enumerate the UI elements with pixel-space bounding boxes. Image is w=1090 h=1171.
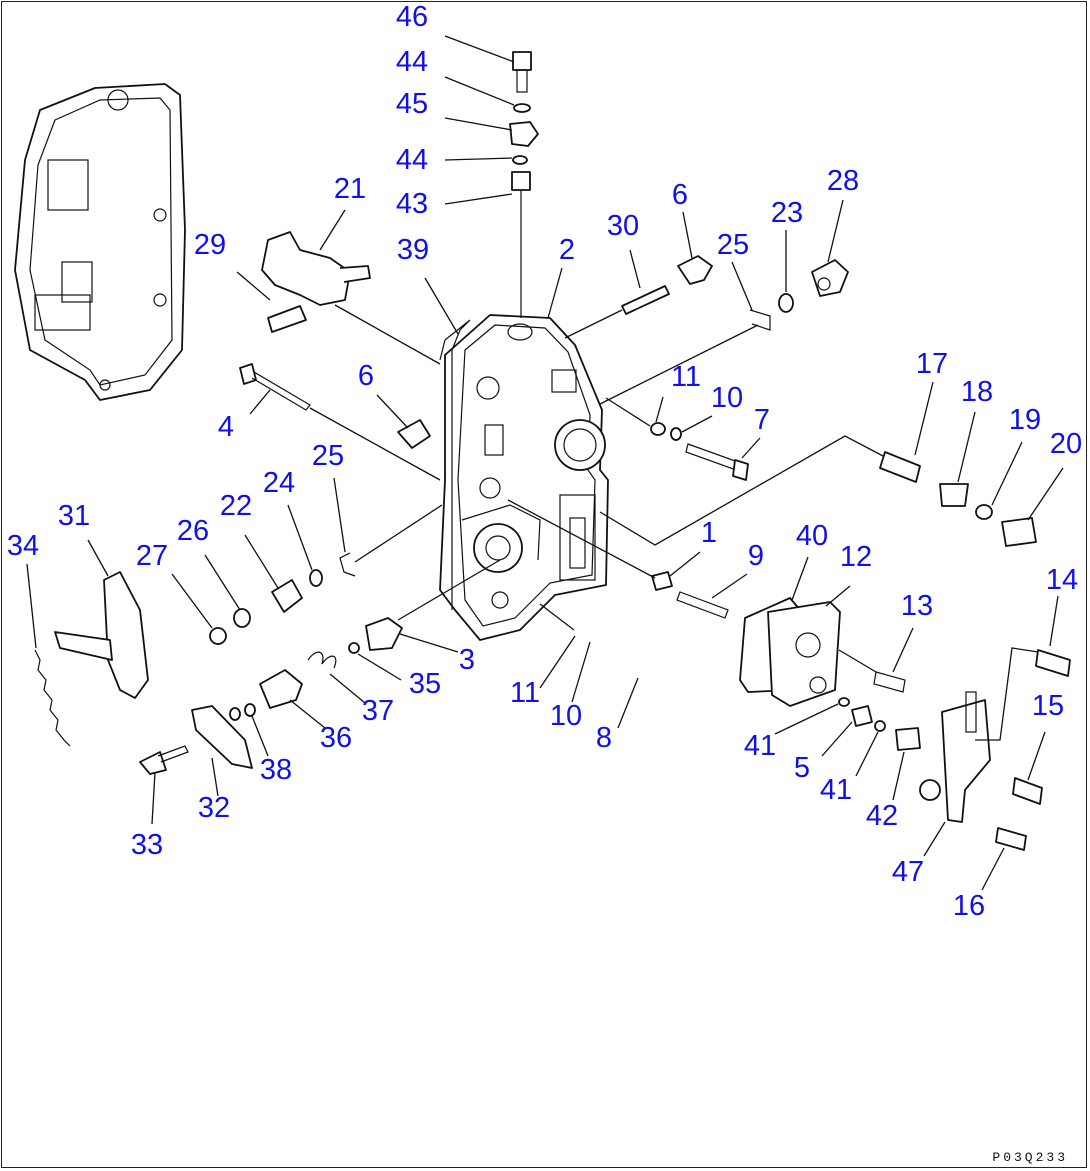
callout-6-upper: 6 [672,179,688,211]
right-plug-group [879,451,1037,547]
left-small-parts [209,552,356,645]
callout-20: 20 [1050,428,1082,460]
callout-22: 22 [220,490,252,522]
callout-35: 35 [409,668,441,700]
bracket-47 [919,649,1071,851]
callout-5: 5 [794,752,810,784]
callout-39: 39 [397,234,429,266]
callout-42: 42 [866,800,898,832]
callout-38: 38 [260,754,292,786]
plunger-group [229,617,403,721]
cover-12 [739,597,906,707]
callout-31: 31 [58,500,90,532]
callout-labels: 46 44 45 44 43 21 29 39 2 30 6 25 23 28 … [7,1,1082,922]
callout-11-lower: 11 [510,677,540,709]
callout-15: 15 [1032,690,1064,722]
callout-3: 3 [459,644,475,676]
callout-23: 23 [771,197,803,229]
callout-36: 36 [320,722,352,754]
callout-7: 7 [754,404,770,436]
callout-11-upper: 11 [671,361,701,393]
callout-9: 9 [748,540,764,572]
callout-16: 16 [953,890,985,922]
callout-41-right: 41 [820,774,852,806]
callout-12: 12 [840,541,872,573]
callout-19: 19 [1009,404,1041,436]
callout-10-lower: 10 [550,700,582,732]
callout-25-lower: 25 [312,440,344,472]
valve-body [439,314,609,641]
callout-47: 47 [892,856,924,888]
callout-14: 14 [1046,564,1078,596]
callout-21: 21 [334,173,366,205]
drawing-code: P03Q233 [992,1150,1068,1165]
callout-45: 45 [396,88,428,120]
callout-44-lower: 44 [396,144,428,176]
callout-25-upper: 25 [717,229,749,261]
callout-17: 17 [916,348,948,380]
left-body-parts [239,363,431,449]
callout-24: 24 [263,467,295,499]
callout-29: 29 [194,229,226,261]
bolt-7-group [650,422,749,481]
callout-18: 18 [961,376,993,408]
callout-13: 13 [901,590,933,622]
callout-27: 27 [136,540,168,572]
callout-2: 2 [559,234,575,266]
nut-1-stud-9 [651,571,729,619]
banjo-bolt-stack [509,51,539,318]
callout-32: 32 [198,792,230,824]
upper-right-parts [621,255,849,331]
callout-8: 8 [596,722,612,754]
leader-lines [26,35,1064,891]
callout-46: 46 [396,1,428,33]
callout-41-left: 41 [744,730,776,762]
lever-21 [261,231,371,333]
callout-30: 30 [607,210,639,242]
callout-10-upper: 10 [711,382,743,414]
callout-4: 4 [218,411,234,443]
callout-33: 33 [131,829,163,861]
callout-34: 34 [7,530,39,562]
nut-5-group [838,697,921,751]
callout-43: 43 [396,188,428,220]
lever-31-group [34,571,253,775]
callout-28: 28 [827,165,859,197]
callout-26: 26 [177,515,209,547]
housing-cover [14,83,186,401]
callout-40: 40 [796,520,828,552]
callout-6-lower: 6 [358,360,374,392]
callout-37: 37 [362,695,394,727]
callout-44-upper: 44 [396,46,428,78]
callout-1: 1 [701,517,717,549]
